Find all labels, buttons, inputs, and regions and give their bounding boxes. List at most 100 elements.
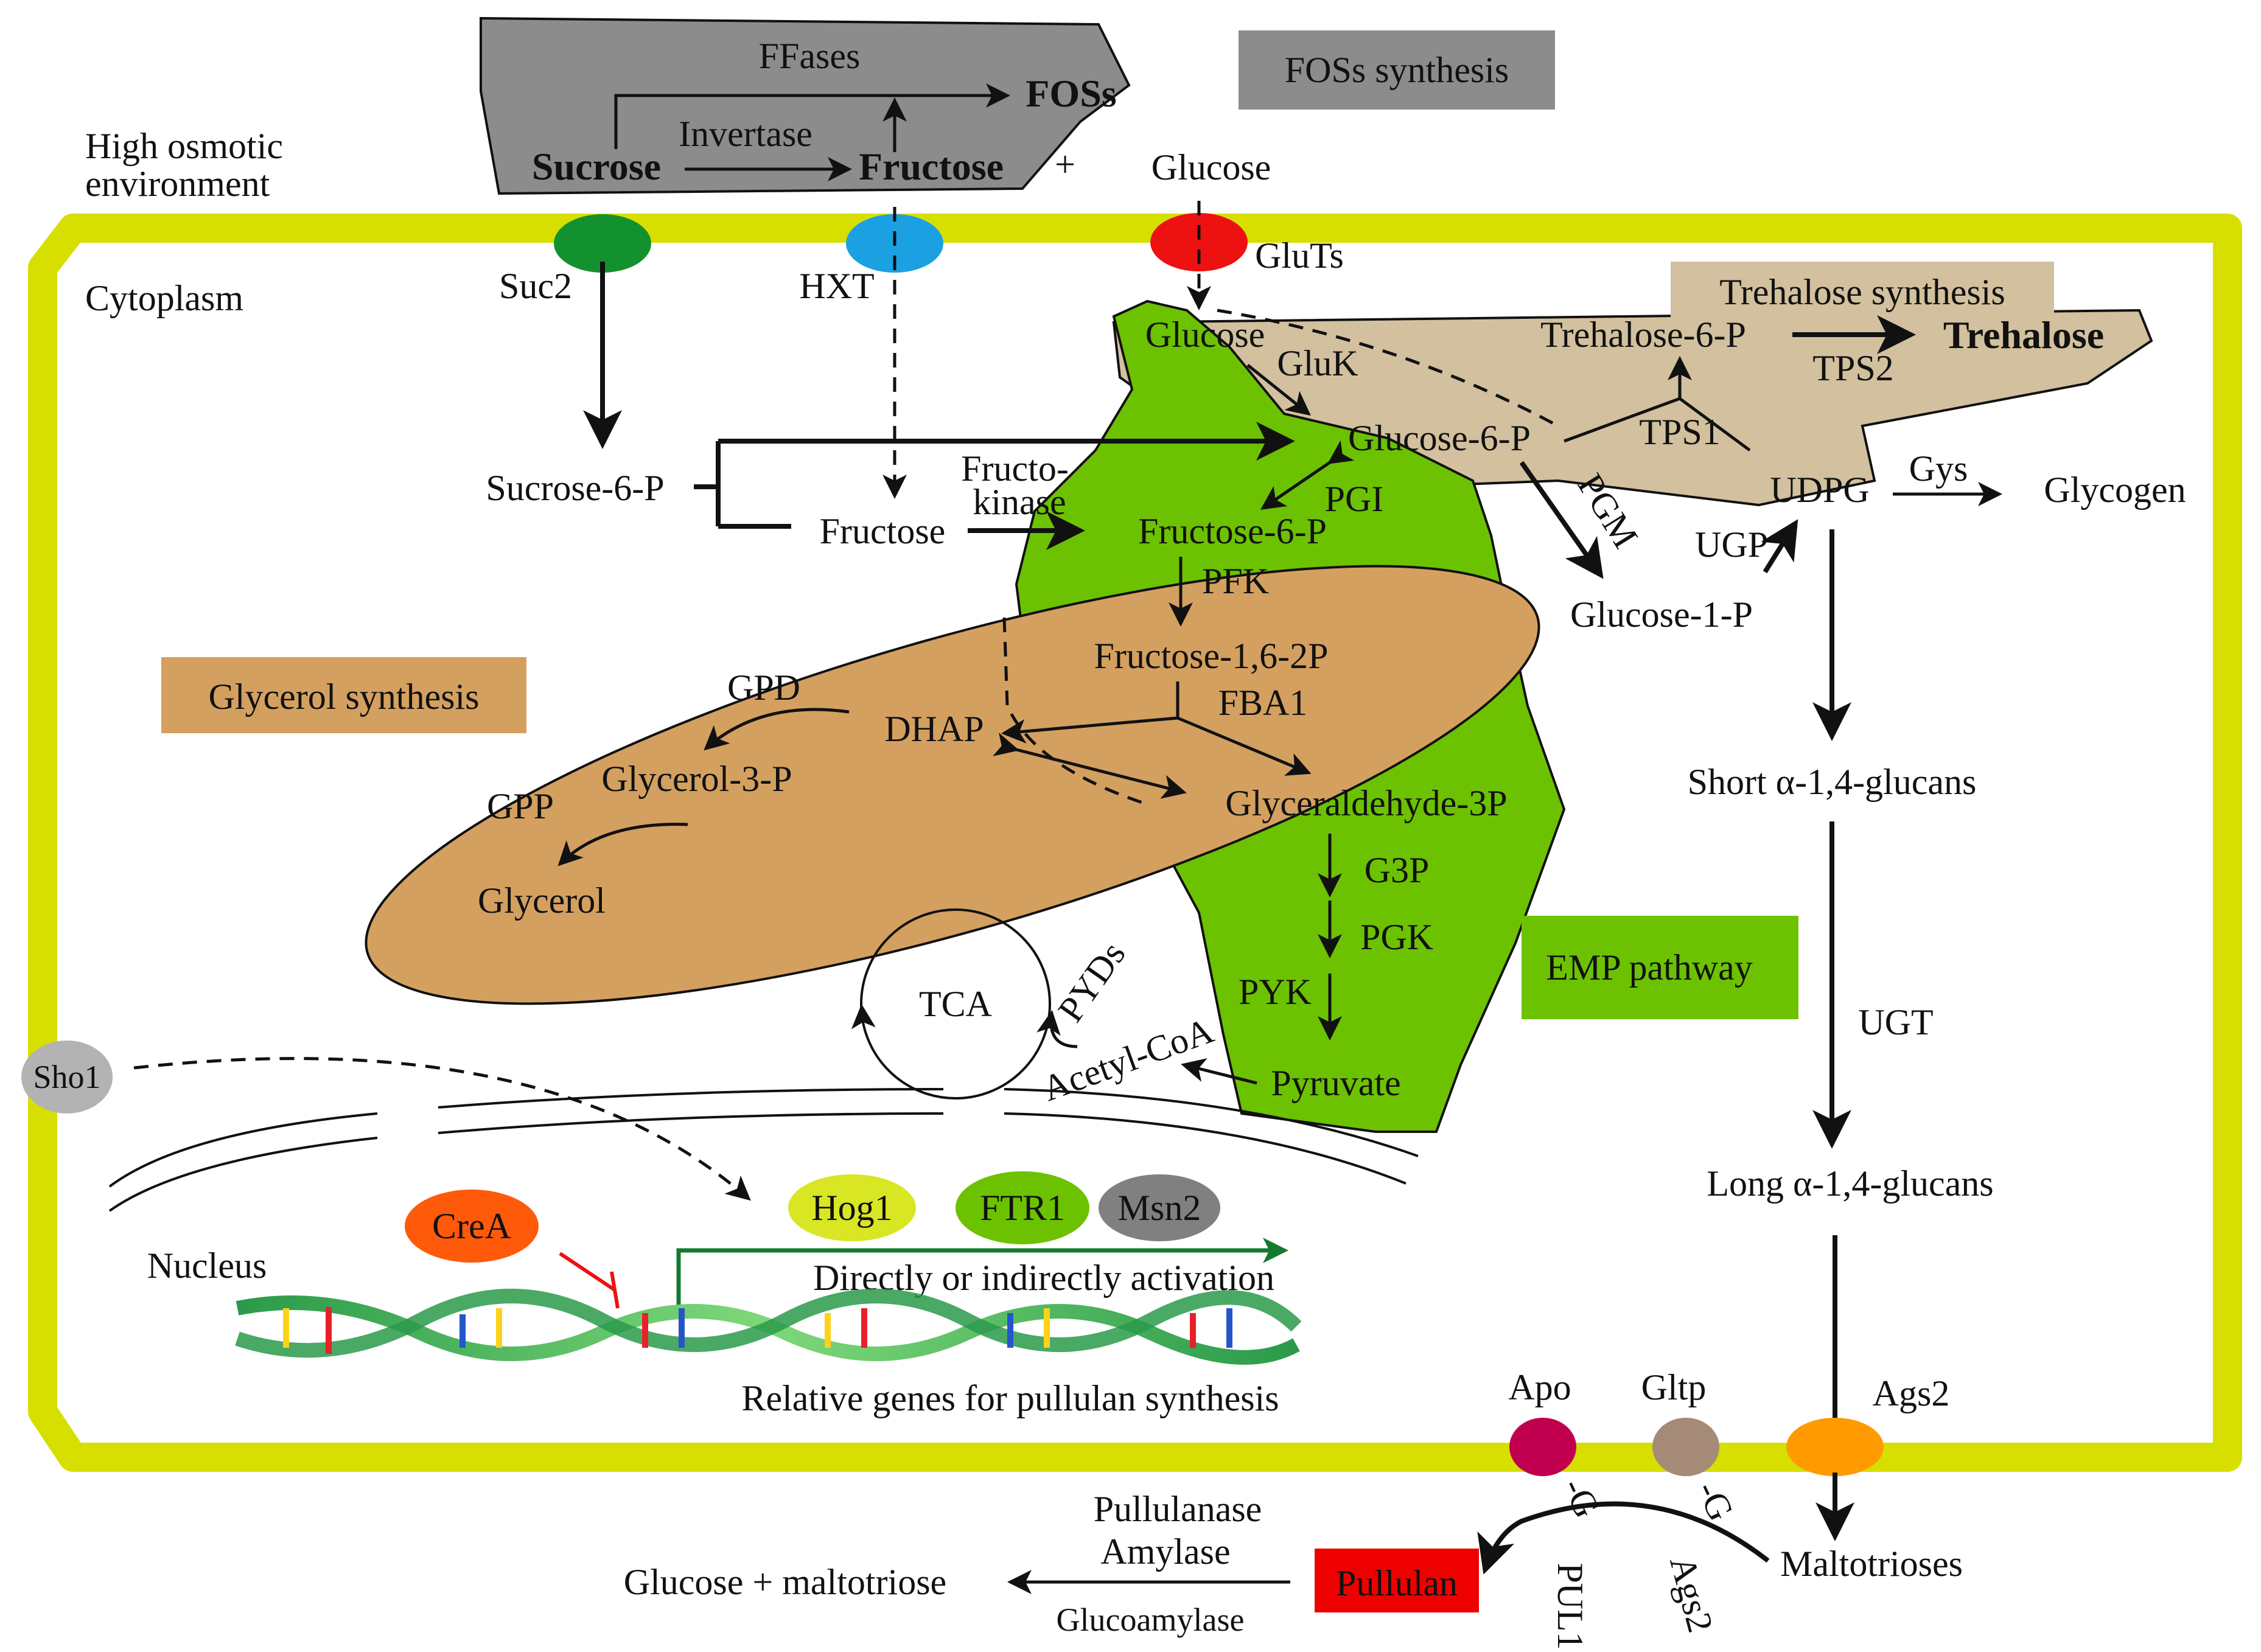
glucoamylase-label: Glucoamylase bbox=[1057, 1601, 1245, 1638]
fructokinase-line2: kinase bbox=[973, 482, 1066, 522]
glycerol-label: Glycerol bbox=[478, 880, 606, 921]
arrow-glycerol3p-to-glycerol bbox=[557, 823, 688, 866]
fos-synthesis-label: FOSs synthesis bbox=[1285, 50, 1509, 90]
nuclear-envelope-inner bbox=[108, 1112, 1407, 1212]
tca-cycle-arrow bbox=[851, 1004, 876, 1030]
activation-arrow bbox=[676, 1238, 1288, 1311]
fructose16-label: Fructose-1,6-2P bbox=[1094, 636, 1329, 676]
sho1-label: Sho1 bbox=[33, 1059, 100, 1095]
arrow-maltotrioses-to-pullulan bbox=[1477, 1501, 1770, 1575]
pfk-label: PFK bbox=[1202, 561, 1269, 601]
trehalose-synthesis-label: Trehalose synthesis bbox=[1719, 272, 2005, 312]
ugp-label: UGP bbox=[1695, 525, 1768, 565]
nuclear-envelope-outer bbox=[108, 1088, 1419, 1188]
amylase-label: Amylase bbox=[1100, 1532, 1230, 1572]
trehalose-synthesis-box bbox=[1671, 262, 2054, 322]
environment-label-line1: High osmotic bbox=[85, 126, 283, 166]
gpp-label: GPP bbox=[487, 786, 554, 826]
environment-label-line2: environment bbox=[85, 164, 270, 204]
pul1-label: PUL1 bbox=[1550, 1563, 1590, 1650]
sucrose6p-label: Sucrose-6-P bbox=[486, 468, 664, 508]
ags2-top-label: Ags2 bbox=[1873, 1373, 1950, 1413]
arrow-ugp bbox=[1761, 519, 1798, 574]
msn2-factor bbox=[1099, 1174, 1220, 1241]
glucose-out-label: Glucose bbox=[1151, 147, 1271, 187]
short-glucans-label: Short α-1,4-glucans bbox=[1688, 762, 1977, 802]
dna-strand-a bbox=[236, 1295, 1300, 1365]
crea-repression bbox=[559, 1252, 620, 1309]
glucose-maltotriose-label: Glucose + maltotriose bbox=[624, 1562, 946, 1602]
trehalose6p-label: Trehalose-6-P bbox=[1540, 315, 1746, 355]
apo-protein bbox=[1509, 1418, 1576, 1476]
sho1-signal-dashed bbox=[133, 1057, 751, 1201]
arrow-sucrose-to-foss bbox=[614, 83, 1010, 149]
fructose-out-label: Fructose bbox=[859, 145, 1004, 188]
crea-factor bbox=[405, 1190, 539, 1263]
dna-helix bbox=[235, 1289, 1302, 1365]
acetylcoa-label: Acetyl-CoA bbox=[1037, 1010, 1218, 1109]
fba1-label: FBA1 bbox=[1218, 683, 1308, 723]
fructokinase-line1: Fructo- bbox=[961, 448, 1069, 489]
suc2-transporter bbox=[554, 214, 651, 273]
glucose6p-label: Glucose-6-P bbox=[1348, 418, 1531, 458]
pullulanase-label: Pullulanase bbox=[1094, 1489, 1262, 1529]
ffases-label: FFases bbox=[759, 36, 861, 76]
sucrose-out-label: Sucrose bbox=[532, 145, 661, 188]
cytoplasm-label: Cytoplasm bbox=[85, 278, 243, 318]
gluts-transporter bbox=[1150, 213, 1248, 271]
suc2-label: Suc2 bbox=[499, 266, 572, 306]
ftr1-label: FTR1 bbox=[980, 1188, 1065, 1228]
arrow-dhap-to-glycerol3p bbox=[704, 708, 850, 751]
crea-label: CreA bbox=[432, 1206, 511, 1246]
fos-synthesis-box bbox=[1239, 30, 1555, 110]
tca-cycle bbox=[860, 908, 1051, 1100]
cell-membrane bbox=[28, 214, 2242, 1472]
gpd-label: GPD bbox=[727, 667, 800, 708]
hog1-factor bbox=[788, 1174, 916, 1241]
arrow-dhap-gap bbox=[993, 732, 1187, 799]
dhap-label: DHAP bbox=[884, 709, 984, 749]
hog1-label: Hog1 bbox=[811, 1188, 892, 1228]
sho1-sensor bbox=[21, 1040, 113, 1114]
emp-pathway-label: EMP pathway bbox=[1546, 947, 1752, 988]
apo-label: Apo bbox=[1508, 1367, 1571, 1407]
tps2-label: TPS2 bbox=[1812, 348, 1893, 388]
arrow-pyruvate-to-acetylcoa bbox=[1181, 1058, 1257, 1085]
ags2-protein bbox=[1786, 1418, 1884, 1476]
nucleus-label: Nucleus bbox=[147, 1246, 267, 1286]
pyds-label: PYDs bbox=[1050, 935, 1133, 1029]
fructokinase-label: Fructo- kinase bbox=[961, 448, 1078, 522]
dna-strand-b bbox=[235, 1289, 1302, 1358]
gluk-label: GluK bbox=[1277, 343, 1358, 383]
gap-label: Glyceraldehyde-3P bbox=[1225, 783, 1507, 823]
dna-base-pairs bbox=[283, 1307, 1232, 1354]
arrow-glucose-to-glucose6p bbox=[1246, 364, 1311, 416]
maltotrioses-label: Maltotrioses bbox=[1780, 1544, 1963, 1584]
pullulan-box bbox=[1315, 1549, 1479, 1612]
glucose-in-label: Glucose bbox=[1145, 315, 1265, 355]
arrow-pgm bbox=[1519, 461, 1604, 579]
hxt-label: HXT bbox=[799, 266, 874, 306]
sucrose6p-branch bbox=[694, 441, 721, 526]
glucose1p-label: Glucose-1-P bbox=[1570, 594, 1753, 635]
gluts-label: GluTs bbox=[1255, 235, 1344, 276]
arrow-fba1-to-gap bbox=[1177, 716, 1312, 776]
g3p-label: G3P bbox=[1365, 850, 1430, 890]
msn2-label: Msn2 bbox=[1118, 1188, 1201, 1228]
glycerol-synthesis-label: Glycerol synthesis bbox=[209, 677, 480, 717]
long-glucans-label: Long α-1,4-glucans bbox=[1707, 1163, 1993, 1204]
arrow-pgi bbox=[1260, 440, 1355, 510]
glycerol-region bbox=[365, 565, 1540, 1005]
tps1-label: TPS1 bbox=[1639, 412, 1720, 452]
udpg-label: UDPG bbox=[1770, 470, 1869, 510]
fos-region bbox=[480, 16, 1131, 195]
pullulan-label: Pullulan bbox=[1336, 1563, 1458, 1603]
g1-label: -G bbox=[1555, 1472, 1608, 1524]
glycerol3p-label: Glycerol-3-P bbox=[601, 759, 792, 799]
pyruvate-label: Pyruvate bbox=[1271, 1063, 1400, 1103]
emp-pathway-box bbox=[1522, 916, 1798, 1019]
ags2-bottom-label: Ags2 bbox=[1662, 1552, 1721, 1636]
pyk-label: PYK bbox=[1239, 972, 1312, 1012]
pgk-label: PGK bbox=[1360, 917, 1433, 957]
